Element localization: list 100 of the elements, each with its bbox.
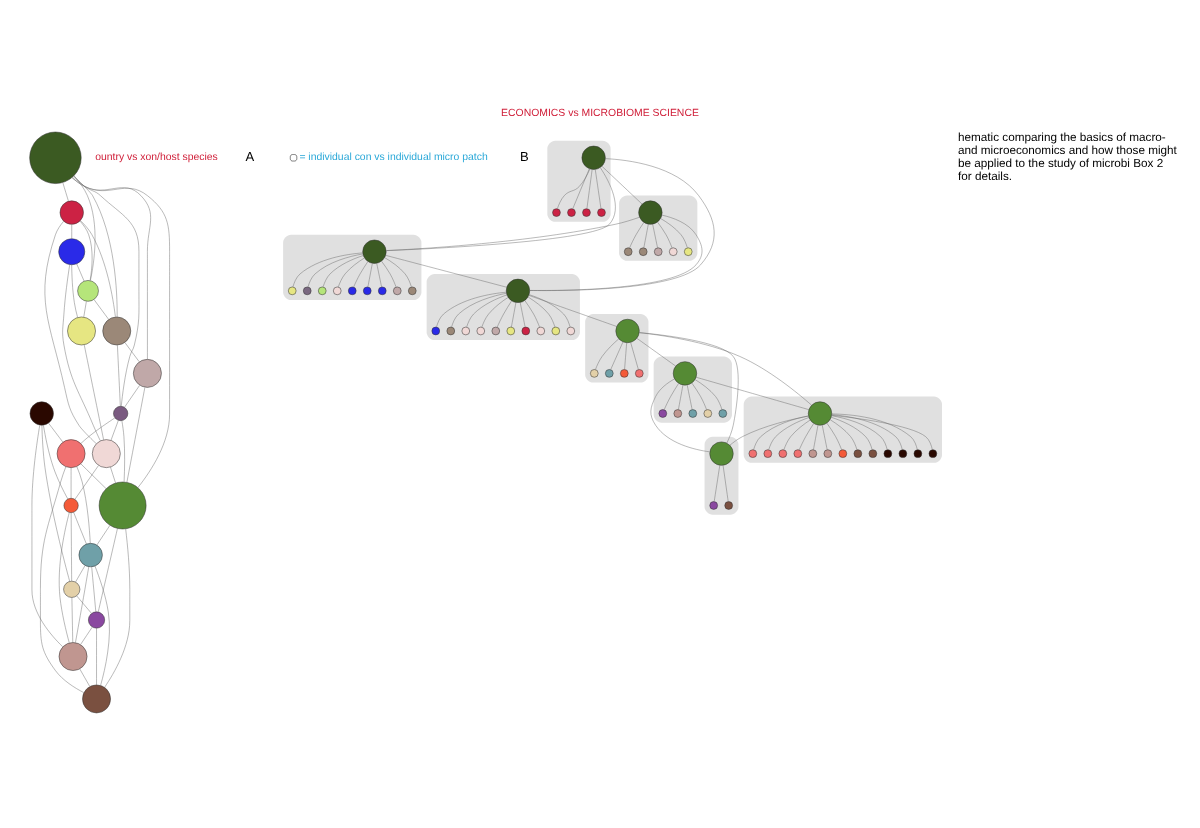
connector (657, 221, 673, 249)
connector (70, 512, 72, 582)
connector (40, 466, 85, 693)
node-circle (566, 326, 575, 336)
node-circle (672, 361, 697, 386)
connector (93, 299, 109, 320)
node-circle (82, 684, 111, 714)
connector (831, 413, 918, 450)
connector (586, 169, 593, 209)
connector (385, 255, 507, 288)
connector (121, 420, 125, 482)
connector (714, 465, 721, 502)
connector (110, 466, 116, 484)
node-circle (688, 409, 697, 418)
node-circle (58, 238, 86, 266)
node-circle (793, 449, 802, 458)
node-circle (868, 449, 878, 458)
node-circle (638, 200, 663, 225)
node-circle (303, 286, 312, 296)
connector (386, 217, 640, 251)
node-circle (333, 286, 342, 296)
connector (524, 300, 540, 328)
connector (610, 341, 624, 370)
connector (80, 417, 116, 444)
connector (481, 297, 509, 328)
node-circle (461, 326, 470, 336)
connector (652, 223, 658, 248)
connector (124, 385, 140, 408)
node-circle (808, 449, 817, 458)
connector (76, 263, 85, 282)
node-circle (684, 247, 693, 256)
connector (76, 595, 92, 614)
node-circle (883, 449, 893, 458)
node-circle (838, 449, 847, 458)
connector (84, 344, 104, 440)
connector (831, 417, 873, 450)
connector (31, 425, 63, 647)
node-circle (318, 286, 327, 296)
connector (73, 175, 118, 318)
cluster (585, 314, 649, 383)
connector (678, 384, 684, 410)
connector (768, 417, 810, 450)
connector (629, 222, 645, 249)
node-circle (928, 449, 938, 458)
node-circle (635, 369, 644, 378)
connector (660, 218, 688, 248)
node-circle (639, 247, 648, 256)
connector (595, 338, 619, 370)
connector (58, 512, 70, 643)
node-circle (724, 501, 733, 510)
connector (529, 214, 703, 291)
connector (126, 387, 146, 483)
node-circle (56, 439, 86, 468)
node-circle (63, 580, 81, 598)
node-circle (29, 401, 54, 426)
connector (72, 176, 140, 407)
connector (595, 169, 602, 209)
connector (572, 168, 590, 210)
node-circle (348, 286, 357, 296)
node-circle (408, 286, 417, 296)
node-circle (778, 449, 787, 458)
node-circle (288, 286, 297, 296)
node-circle (476, 326, 485, 336)
node-circle (624, 247, 633, 256)
connector (110, 420, 119, 441)
node-circle (98, 481, 147, 530)
connector (353, 261, 369, 288)
node-circle (378, 286, 387, 296)
connector (527, 296, 556, 328)
connector (466, 294, 508, 328)
connector (694, 379, 723, 410)
connector (519, 302, 526, 328)
connector (696, 377, 810, 410)
node-circle (58, 642, 88, 671)
connector (71, 177, 151, 360)
connector (62, 182, 69, 202)
connector (686, 384, 693, 410)
connector (124, 342, 140, 362)
connector (41, 425, 70, 582)
connector (624, 342, 627, 370)
connector (44, 221, 97, 444)
connector (831, 415, 933, 450)
connector (663, 383, 679, 411)
node-circle (823, 449, 832, 458)
cluster (426, 273, 580, 341)
cluster (547, 140, 611, 222)
node-circle (78, 543, 103, 568)
connector (307, 253, 364, 288)
connector (71, 224, 72, 239)
node-circle (718, 409, 727, 418)
node-circle (567, 208, 576, 217)
connector (753, 415, 809, 451)
node-circle (703, 409, 712, 418)
connector (650, 378, 710, 453)
connector (75, 565, 86, 583)
node-circle (913, 449, 923, 458)
connector (529, 294, 571, 328)
node-circle (853, 449, 863, 458)
connector (98, 528, 118, 613)
connector (96, 628, 97, 686)
